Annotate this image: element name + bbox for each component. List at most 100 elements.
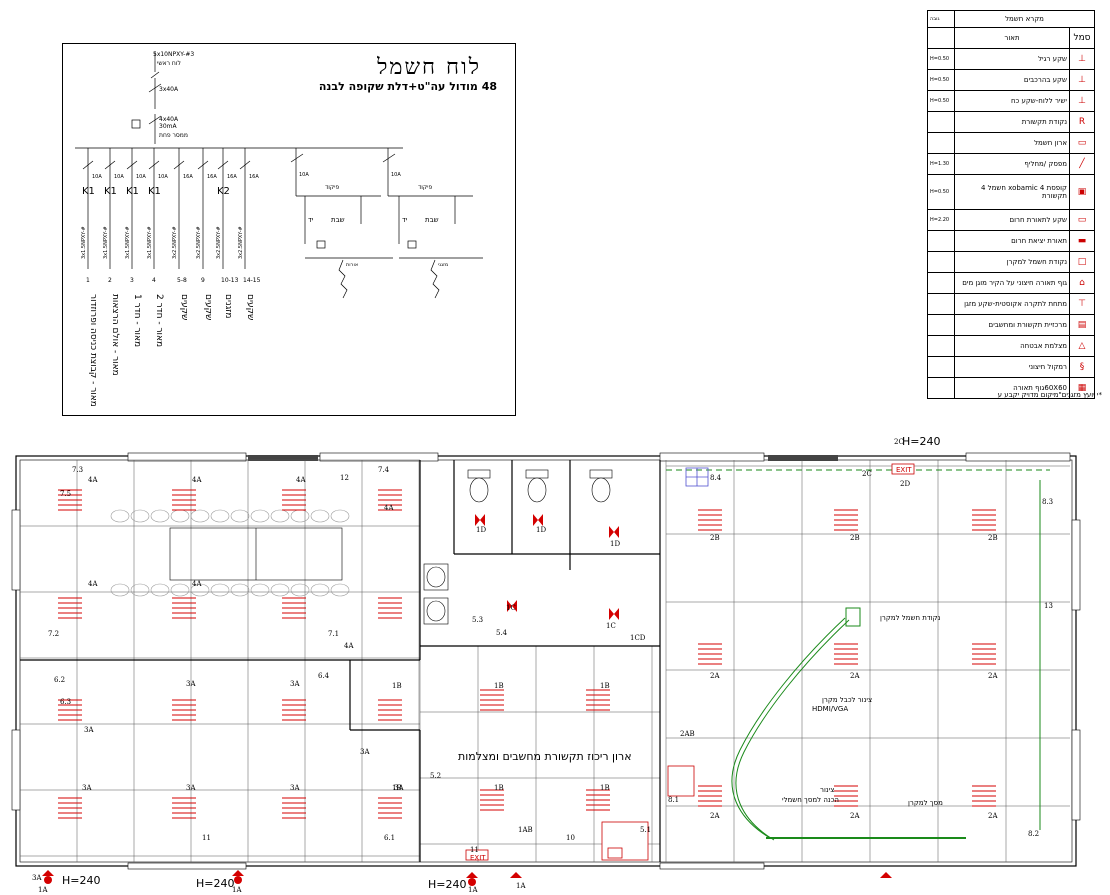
- chair: [290, 583, 310, 597]
- room-tag: 4A: [192, 580, 202, 588]
- circuit-description: שקעים: [245, 294, 255, 320]
- control-sw1-2: יד: [402, 216, 408, 224]
- light-fixture-icon: [58, 699, 82, 721]
- circuit-number: 1: [86, 277, 90, 284]
- circuit-relay: K2: [217, 186, 230, 197]
- room-tag: 2AB: [680, 730, 695, 738]
- room-tag: 3A: [82, 784, 92, 792]
- light-fixture-icon: [834, 509, 858, 531]
- control-label-1: פיקוד: [325, 184, 340, 191]
- light-fixture-icon: [378, 489, 402, 511]
- chair: [130, 583, 150, 597]
- height-label-4: H=240: [902, 435, 940, 448]
- legend-row-symbol-icon: ╱: [1069, 153, 1095, 175]
- legend-row-height: H=0.50: [927, 90, 955, 112]
- light-fixture-icon: [172, 597, 196, 619]
- legend-row-height: H=0.50: [927, 48, 955, 70]
- legend-row-desc: שקע בהרכבים: [954, 69, 1070, 91]
- circuit-description: מאור - קבוצת כניסה ופרוזדור: [88, 294, 98, 407]
- circuit-description: מאור - חדר 2: [154, 294, 164, 347]
- legend-row: מתחת לתקרה אקוסטית-שקע מזגן⊤: [927, 293, 1095, 315]
- circuit-tag: 8.3: [1042, 498, 1053, 506]
- chair: [230, 509, 250, 523]
- light-fixture-icon: [378, 797, 402, 819]
- legend-row: תאורת יציאת חרום▬: [927, 230, 1095, 252]
- circuit-tag: 6.2: [54, 676, 65, 684]
- main-breaker-label: 3x40A: [159, 86, 179, 93]
- wall-light-icon: [507, 600, 517, 612]
- legend-row-symbol-icon: ⊥: [1069, 90, 1095, 112]
- room-tag: 2C: [894, 438, 904, 446]
- room-tag: 1A: [516, 882, 526, 890]
- light-fixture-icon: [172, 489, 196, 511]
- wall-light-icon: [475, 514, 485, 526]
- light-fixture-icon: [282, 489, 306, 511]
- light-fixture-icon: [480, 689, 504, 711]
- legend-row-symbol-icon: ⌂: [1069, 272, 1095, 294]
- circuit-relay: K1: [126, 186, 139, 197]
- light-fixture-icon: [172, 797, 196, 819]
- circuit-cable: 3x2.5NPXY-#: [216, 226, 222, 259]
- circuit-cable: 3x2.5NPXY-#: [172, 226, 178, 259]
- legend-footer: *י יועץ מזגנים"מיקום מדויק יקבע ע: [997, 391, 1102, 399]
- circuit-description: מזגנים: [223, 294, 233, 319]
- legend-row-desc: רמקול חיצוני: [954, 356, 1070, 378]
- note-hdmi: HDMI/VGA: [812, 705, 848, 713]
- circuit-amp: 16A: [249, 174, 259, 180]
- circuit-amp: 16A: [183, 174, 193, 180]
- light-fixture-icon: [172, 699, 196, 721]
- wall-light-icon: [609, 608, 619, 620]
- height-label-3: H=240: [428, 878, 466, 891]
- chair: [250, 583, 270, 597]
- legend-row-symbol-icon: ⊥: [1069, 48, 1095, 70]
- legend-row-desc: שקע לתאורת חרום: [954, 209, 1070, 231]
- chair: [190, 509, 210, 523]
- exit-sign-2: EXIT: [470, 854, 486, 862]
- light-fixture-icon: [698, 509, 722, 531]
- legend-row-symbol-icon: ⊥: [1069, 69, 1095, 91]
- legend-row: נקודת חשמל למקרן□: [927, 251, 1095, 273]
- light-fixture-icon: [586, 789, 610, 811]
- legend-row: 60X60גוף תאורה▦: [927, 377, 1095, 399]
- chair: [130, 509, 150, 523]
- circuit-cable: 3x1.5NPXY-#: [147, 226, 153, 259]
- legend-row-desc: נקודת חשמל למקרן: [954, 251, 1070, 273]
- room-tag: 1B: [600, 682, 610, 690]
- room-tag: 1A: [38, 886, 48, 894]
- circuit-cable: 3x2.5NPXY-#: [196, 226, 202, 259]
- legend-col-desc: תאור: [954, 27, 1070, 49]
- light-fixture-icon: [972, 643, 996, 665]
- legend-col-symbol: סמל: [1069, 27, 1095, 49]
- exit-sign-1: EXIT: [896, 466, 912, 474]
- chair: [310, 509, 330, 523]
- room-tag: 3A: [290, 680, 300, 688]
- control-label-2: פיקוד: [418, 184, 433, 191]
- legend-row: גוף תאורה חיצוני על הקיר מוגן מים⌂: [927, 272, 1095, 294]
- circuit-tag: 7.5: [60, 490, 71, 498]
- room-tag: 1B: [392, 784, 402, 792]
- light-fixture-icon: [586, 689, 610, 711]
- chair: [250, 509, 270, 523]
- chair: [230, 583, 250, 597]
- panel-diagram: לוח חשמל 48 מודול עה"ט+דלת שקופה לבנה K1…: [62, 43, 516, 416]
- room-tag: 2B: [710, 534, 720, 542]
- circuit-amp: 16A: [227, 174, 237, 180]
- control-out-1: אורות: [346, 262, 358, 268]
- room-tag: 2B: [988, 534, 998, 542]
- circuit-tag: 8.1: [668, 796, 679, 804]
- control-amp-1: 10A: [299, 172, 309, 178]
- legend-row-height: [927, 111, 955, 133]
- room-tag: 4A: [88, 580, 98, 588]
- room-tag: 4A: [192, 476, 202, 484]
- circuit-tag: 7.2: [48, 630, 59, 638]
- room-tag: 3A: [186, 680, 196, 688]
- legend-row-height: [927, 251, 955, 273]
- legend-row-height: H=0.50: [927, 69, 955, 91]
- room-tag: 2C: [862, 470, 872, 478]
- legend-row-height: H=2.20: [927, 209, 955, 231]
